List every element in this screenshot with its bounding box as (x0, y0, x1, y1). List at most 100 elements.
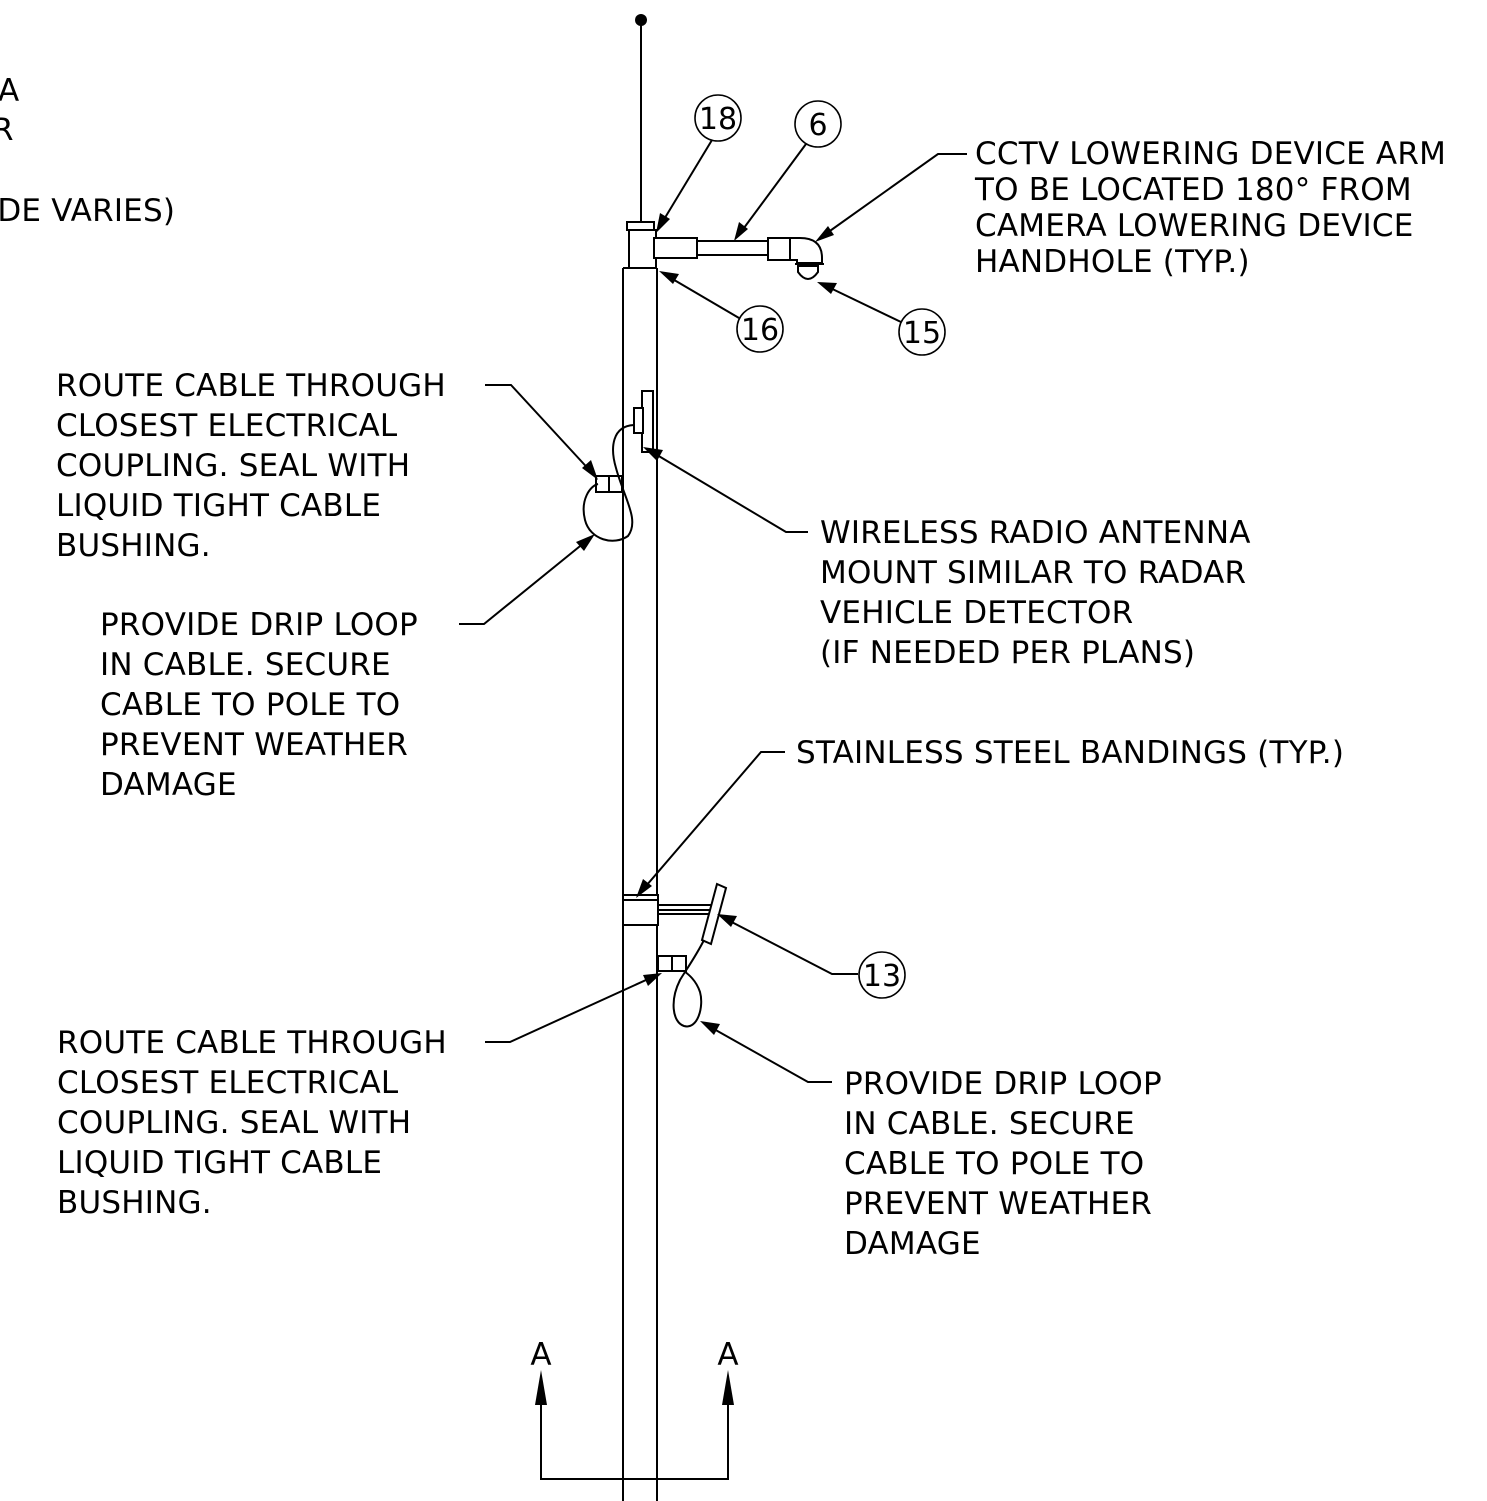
pole-top-section (628, 229, 657, 269)
arrow-route-lower (643, 973, 662, 986)
arrow-13 (717, 914, 737, 927)
leader-bandings (639, 751, 785, 894)
camera-dome (797, 265, 819, 280)
note-cctv-arm-line-4: HANDHOLE (TYP.) (975, 244, 1250, 280)
note-drip-lower-line-5: DAMAGE (844, 1226, 981, 1262)
note-wireless-line-2: MOUNT SIMILAR TO RADAR (820, 555, 1246, 591)
note-drip-lower-line-1: PROVIDE DRIP LOOP (844, 1066, 1162, 1102)
callout-16: 16 (736, 305, 784, 353)
note-route-upper-line-1: ROUTE CABLE THROUGH (56, 368, 446, 404)
section-cut-line (540, 1378, 729, 1480)
section-arrow-left (535, 1370, 547, 1405)
radar-detector (700, 882, 728, 946)
callout-6-label: 6 (808, 108, 827, 143)
leaders (459, 139, 967, 1083)
banding-assembly (622, 882, 728, 946)
arrow-drip-lower (700, 1021, 720, 1035)
antenna-mount-bracket (633, 407, 644, 434)
note-wireless-radio: WIRELESS RADIO ANTENNA MOUNT SIMILAR TO … (820, 515, 1251, 671)
partial-note-line-3: IDE VARIES) (0, 193, 175, 229)
partial-note-line-2: R (0, 112, 14, 148)
note-cctv-arm-line-1: CCTV LOWERING DEVICE ARM (975, 136, 1446, 172)
note-route-lower-line-2: CLOSEST ELECTRICAL (57, 1065, 399, 1101)
callout-15: 15 (898, 308, 946, 356)
note-route-lower-line-1: ROUTE CABLE THROUGH (57, 1025, 447, 1061)
note-route-lower-line-4: LIQUID TIGHT CABLE (57, 1145, 382, 1181)
note-drip-upper-line-1: PROVIDE DRIP LOOP (100, 607, 418, 643)
cctv-arm-assembly (653, 237, 824, 280)
note-cctv-arm: CCTV LOWERING DEVICE ARM TO BE LOCATED 1… (974, 136, 1446, 280)
leader-drip-lower (704, 1023, 832, 1083)
note-route-cable-lower: ROUTE CABLE THROUGH CLOSEST ELECTRICAL C… (57, 1025, 447, 1221)
arrow-wireless (643, 447, 663, 461)
leader-13 (721, 916, 858, 975)
pole (622, 14, 658, 1501)
callout-15-label: 15 (903, 316, 941, 351)
leader-route-upper (485, 384, 595, 476)
callout-13-circle (858, 951, 906, 999)
section-arrow-right (722, 1370, 734, 1405)
leader-route-lower (485, 974, 658, 1043)
upper-drip-loop (582, 424, 635, 542)
arrow-16 (659, 271, 679, 284)
lower-cable (657, 939, 705, 1028)
note-drip-upper-line-5: DAMAGE (100, 767, 237, 803)
note-route-upper-line-3: COUPLING. SEAL WITH (56, 448, 410, 484)
note-route-upper-line-2: CLOSEST ELECTRICAL (56, 408, 398, 444)
note-route-upper-line-4: LIQUID TIGHT CABLE (56, 488, 381, 524)
pole-cap (626, 221, 655, 231)
callout-18: 18 (694, 94, 742, 142)
note-drip-lower-line-3: CABLE TO POLE TO (844, 1146, 1144, 1182)
arm-mount-plate (653, 237, 698, 259)
leader-18 (659, 139, 713, 227)
callout-18-circle (694, 94, 742, 142)
note-wireless-line-1: WIRELESS RADIO ANTENNA (820, 515, 1251, 551)
antenna-tip (635, 14, 647, 26)
note-drip-upper-line-3: CABLE TO POLE TO (100, 687, 400, 723)
arm-coupling (767, 237, 791, 261)
callout-6: 6 (794, 100, 842, 148)
partial-note-left: A R IDE VARIES) (0, 73, 175, 229)
leader-wireless (646, 448, 808, 533)
note-bandings-line-1: STAINLESS STEEL BANDINGS (TYP.) (796, 735, 1344, 771)
arrow-bandings (636, 879, 652, 898)
leader-cctv-arm (819, 153, 967, 239)
note-drip-lower-line-4: PREVENT WEATHER (844, 1186, 1152, 1222)
note-wireless-line-3: VEHICLE DETECTOR (820, 595, 1133, 631)
arrow-6 (734, 222, 748, 241)
lower-drip-loop (672, 939, 705, 1028)
note-cctv-arm-line-3: CAMERA LOWERING DEVICE (975, 208, 1414, 244)
leader-16 (663, 273, 740, 319)
arrow-cctv-arm (815, 226, 834, 242)
arrow-18 (656, 213, 670, 233)
section-label-right: A (717, 1337, 738, 1373)
section-marker: A A (530, 1337, 739, 1480)
arrow-route-upper (582, 460, 598, 480)
callout-18-label: 18 (699, 102, 737, 137)
upper-cable (582, 424, 635, 542)
section-label-left: A (530, 1337, 551, 1373)
arrow-drip-upper (576, 534, 595, 551)
partial-note-line-1: A (0, 73, 19, 109)
callout-15-circle (898, 308, 946, 356)
note-route-cable-upper: ROUTE CABLE THROUGH CLOSEST ELECTRICAL C… (56, 368, 446, 564)
callout-16-circle (736, 305, 784, 353)
note-wireless-line-4: (IF NEEDED PER PLANS) (820, 635, 1195, 671)
arm-elbow (789, 237, 823, 264)
note-drip-lower-line-2: IN CABLE. SECURE (844, 1106, 1135, 1142)
callout-6-circle (794, 100, 842, 148)
callout-13-label: 13 (863, 959, 901, 994)
note-drip-loop-lower: PROVIDE DRIP LOOP IN CABLE. SECURE CABLE… (844, 1066, 1162, 1262)
note-route-lower-line-5: BUSHING. (57, 1185, 212, 1221)
callout-13: 13 (858, 951, 906, 999)
note-cctv-arm-line-2: TO BE LOCATED 180° FROM (974, 172, 1412, 208)
leader-15 (821, 283, 902, 323)
note-drip-upper-line-4: PREVENT WEATHER (100, 727, 408, 763)
note-stainless-bandings: STAINLESS STEEL BANDINGS (TYP.) (796, 735, 1344, 771)
note-route-upper-line-5: BUSHING. (56, 528, 211, 564)
note-drip-upper-line-2: IN CABLE. SECURE (100, 647, 391, 683)
callout-16-label: 16 (741, 313, 779, 348)
arrow-15 (817, 282, 837, 294)
note-drip-loop-upper: PROVIDE DRIP LOOP IN CABLE. SECURE CABLE… (100, 607, 418, 803)
